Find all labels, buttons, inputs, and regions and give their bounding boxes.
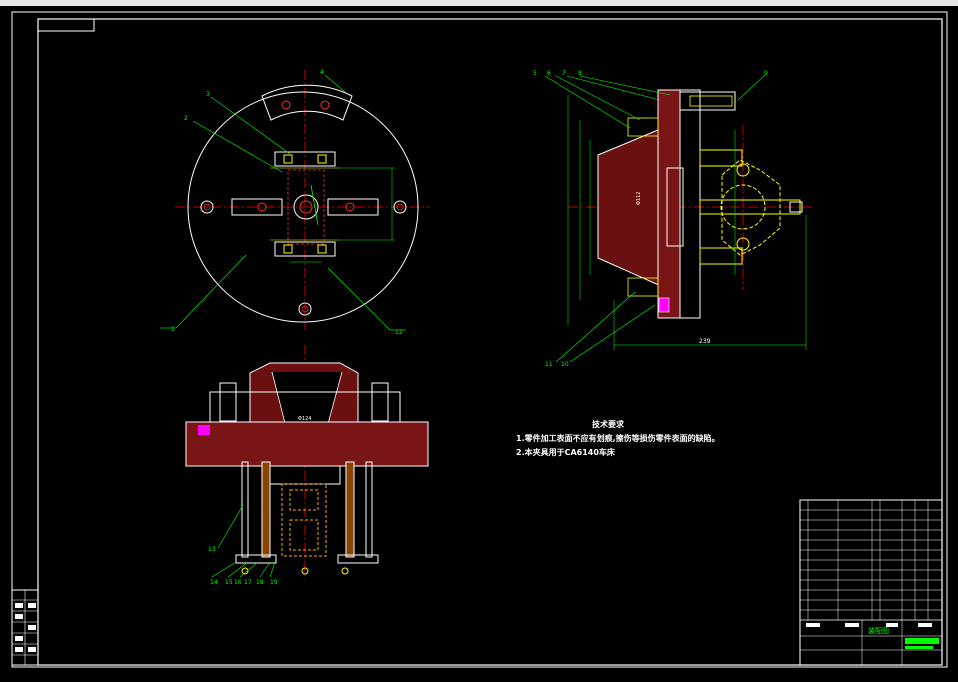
callout-label: 16 (234, 579, 242, 586)
callout-label: 11 (545, 361, 553, 368)
top-view (160, 70, 430, 331)
faceplate-circle (187, 91, 419, 323)
callout-label: 7 (562, 70, 566, 77)
technical-requirement-line: 1.零件加工表面不应有划痕,擦伤等损伤零件表面的缺陷。 (516, 434, 720, 443)
bolt-hole (200, 200, 214, 214)
side-view (544, 74, 812, 363)
dimension-text: 239 (699, 338, 711, 345)
drawing-inner-frame (37, 18, 943, 666)
left-title-strip (11, 589, 39, 666)
callout-label: 12 (395, 329, 403, 336)
bolt-hole (298, 302, 312, 316)
callout-label: 17 (244, 579, 252, 586)
dimension-text: Φ124 (298, 416, 311, 422)
technical-requirement-line: 2.本夹具用于CA6140车床 (516, 448, 615, 457)
callout-label: 10 (561, 361, 569, 368)
technical-requirements: 技术要求 1.零件加工表面不应有划痕,擦伤等损伤零件表面的缺陷。 2.本夹具用于… (516, 418, 720, 460)
callout-label: 6 (547, 70, 551, 77)
callout-label: 1 (171, 326, 175, 333)
callout-label: 14 (210, 579, 218, 586)
callout-label: 15 (225, 579, 233, 586)
bolt-hole (393, 200, 407, 214)
window-top-strip (0, 0, 958, 6)
callout-label: 5 (533, 70, 537, 77)
title-block (799, 499, 943, 666)
callout-label: 9 (764, 70, 768, 77)
callout-label: 13 (208, 546, 216, 553)
drawing-outer-frame (11, 11, 948, 668)
front-view (185, 345, 429, 580)
callout-label: 18 (256, 579, 264, 586)
arc-slot-block (261, 84, 353, 121)
callout-label: 8 (578, 70, 582, 77)
drawing-name: 装配图 (868, 626, 889, 635)
callout-label: 19 (270, 579, 278, 586)
callout-label: 3 (206, 91, 210, 98)
technical-requirements-title: 技术要求 (592, 420, 624, 429)
dimension-text: Φ112 (636, 192, 642, 205)
code-box (37, 18, 95, 32)
callout-label: 4 (320, 69, 324, 76)
callout-labels: 1 2 3 4 12 5 6 7 8 9 10 11 13 14 15 16 1… (171, 69, 768, 586)
callout-label: 2 (184, 115, 188, 122)
